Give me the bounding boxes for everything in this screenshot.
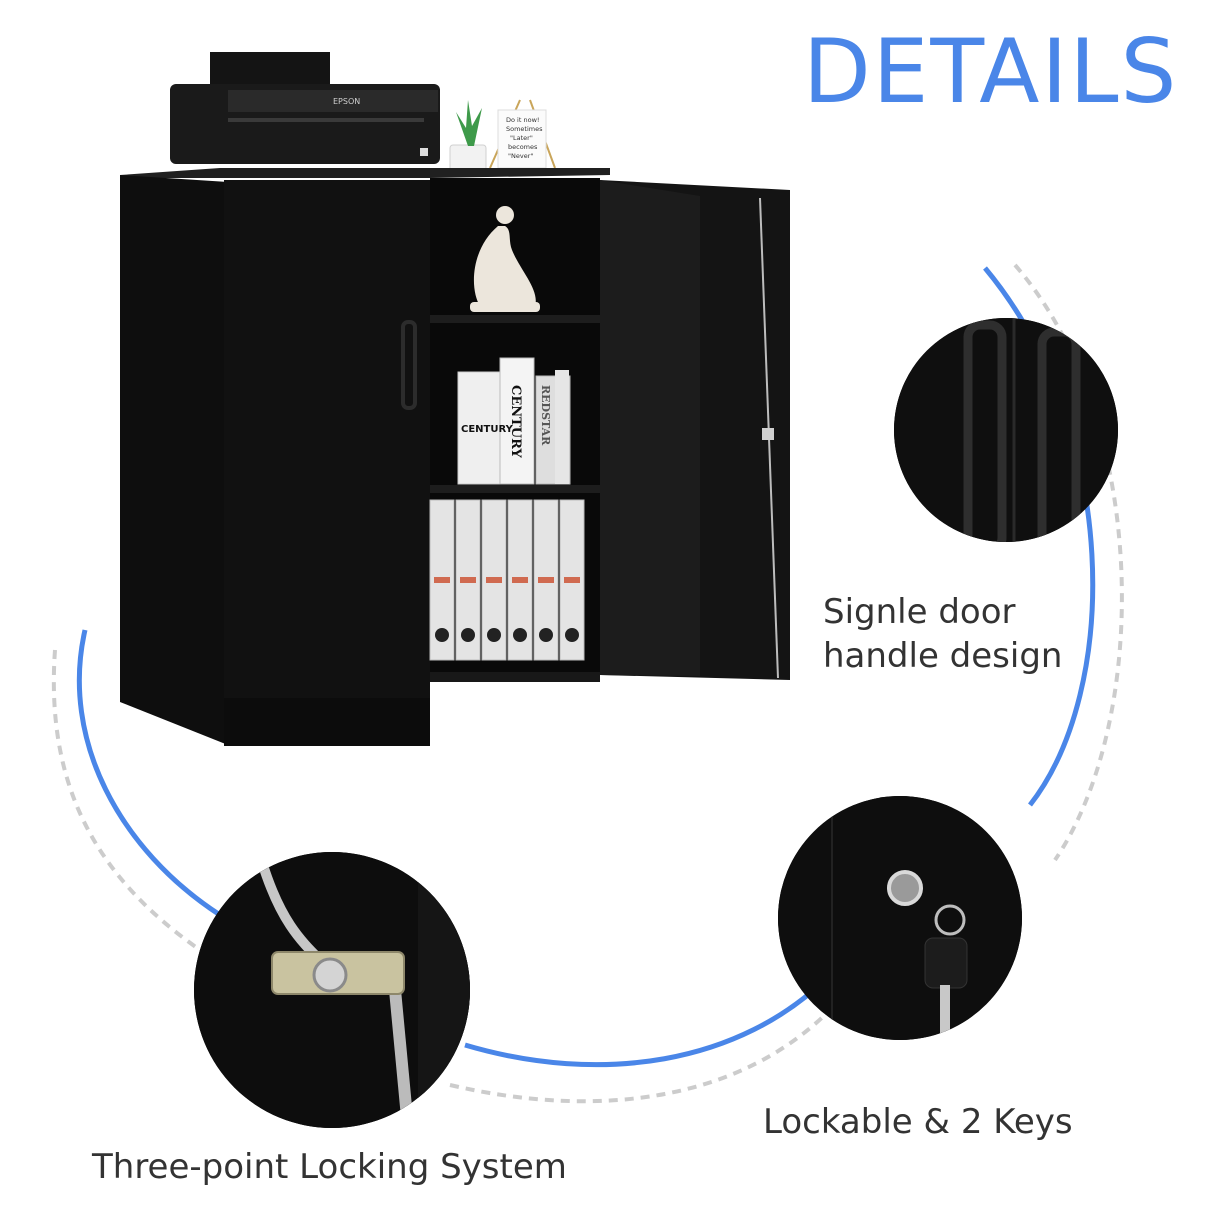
binder [507, 499, 533, 661]
cabinet-left-door [224, 180, 430, 746]
door-handle [401, 320, 417, 410]
key-ring [934, 904, 966, 936]
binder [481, 499, 507, 661]
book-title: REDSTAR [539, 385, 552, 446]
book-title: CENTURY [508, 385, 523, 459]
printer-brand: EPSON [333, 97, 360, 106]
caption-lockable-keys: Lockable & 2 Keys [763, 1102, 1073, 1142]
caption-locking-system: Three-point Locking System [92, 1147, 567, 1187]
caption-handle-design: Signle door handle design [823, 590, 1062, 678]
printer: EPSON [170, 52, 440, 164]
plant-decoration [449, 100, 487, 174]
note-line: "Never" [508, 152, 533, 160]
lock-bolt [312, 957, 348, 993]
binders [429, 499, 585, 661]
caption-line: Signle door [823, 592, 1016, 632]
key-blade [940, 985, 950, 1035]
shelf-lower [430, 485, 600, 493]
binder [429, 499, 455, 661]
handle-right [1037, 327, 1081, 542]
lock-cylinder [887, 870, 923, 906]
blue-arc-bottom [464, 973, 832, 1068]
detail-handles [894, 318, 1118, 542]
book-title: CENTURY [461, 424, 514, 435]
page-heading: DETAILS [803, 20, 1179, 123]
caption-line: handle design [823, 636, 1063, 676]
svg-text:Do it now! Sometimes: Do it now! Sometimes "Later" becomes "Ne… [506, 116, 545, 160]
blue-arc-left [76, 629, 222, 918]
key-head [924, 937, 968, 989]
binder [455, 499, 481, 661]
detail-locking-system [194, 852, 470, 1128]
books: CENTURY CENTURY REDSTAR [457, 357, 571, 485]
note-card: Do it now! Sometimes "Later" becomes "Ne… [489, 99, 556, 169]
note-line: "Later" [510, 134, 533, 142]
detail-keys [778, 796, 1022, 1040]
binder [533, 499, 559, 661]
binder [559, 499, 585, 661]
cabinet: CENTURY CENTURY REDSTAR [120, 168, 790, 746]
handle-left [963, 320, 1007, 542]
shelf-upper [430, 315, 600, 323]
note-line: becomes [508, 143, 538, 151]
note-line: Sometimes [506, 125, 543, 133]
note-line: Do it now! [506, 116, 540, 124]
dashed-arc-bottom [449, 1008, 832, 1104]
dashed-arc-left [51, 649, 202, 952]
door-lock [762, 428, 774, 440]
statue-decoration [470, 206, 540, 312]
